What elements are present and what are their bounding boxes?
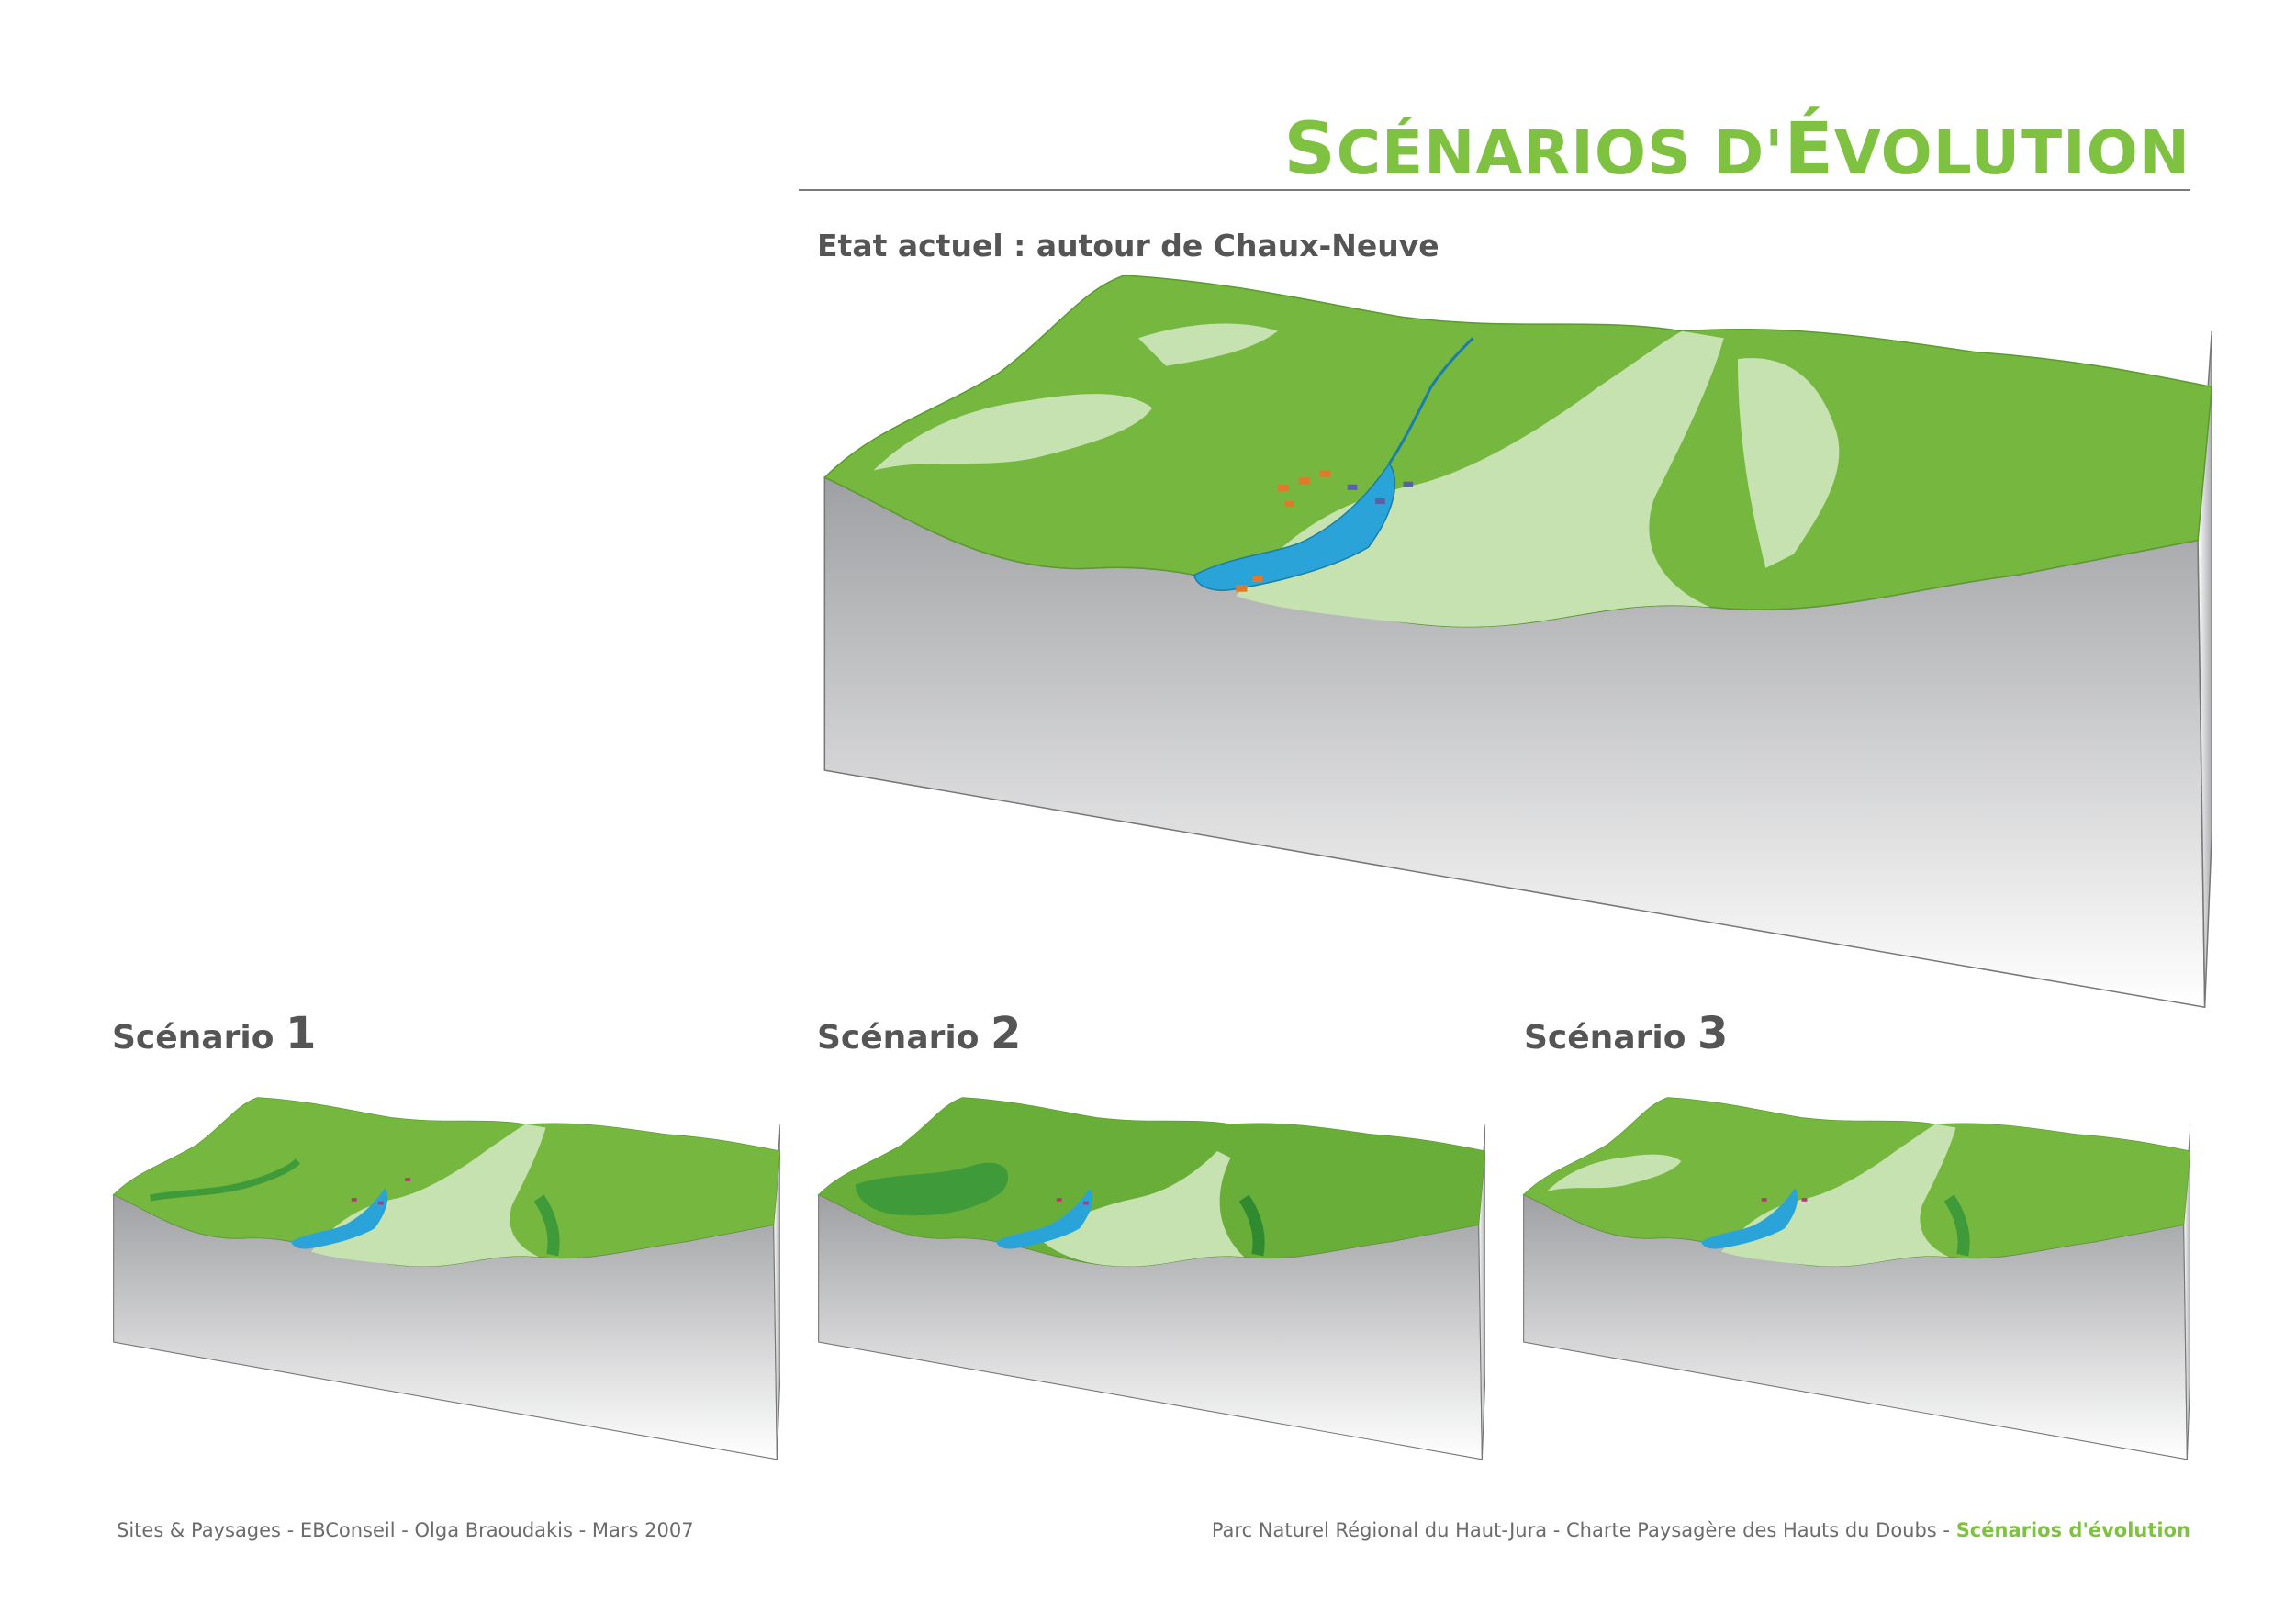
title-divider	[799, 189, 2190, 191]
scenario-3-block-diagram	[1523, 1097, 2190, 1460]
meadow-left	[873, 394, 1153, 471]
footer-credits: Sites & Paysages - EBConseil - Olga Brao…	[117, 1519, 694, 1541]
scenario-2-block-diagram	[818, 1097, 1485, 1460]
scenario-3-label: Scénario 3	[1524, 1008, 1729, 1059]
scenario-2-label: Scénario 2	[817, 1008, 1022, 1059]
scenario-1-label: Scénario 1	[112, 1008, 317, 1059]
current-state-block-diagram	[823, 275, 2212, 1009]
meadow-upper	[1138, 323, 1278, 366]
current-state-label: Etat actuel : autour de Chaux-Neuve	[817, 228, 1439, 263]
houses-blue	[1347, 481, 1414, 505]
meadow-right	[1737, 358, 1840, 568]
page-title: SCÉNARIOS D'ÉVOLUTION	[1283, 108, 2190, 191]
footer-document-info: Parc Naturel Régional du Haut-Jura - Cha…	[1211, 1519, 2190, 1541]
river	[1388, 337, 1474, 464]
scenario-1-block-diagram	[113, 1097, 780, 1460]
village	[1236, 470, 1331, 592]
